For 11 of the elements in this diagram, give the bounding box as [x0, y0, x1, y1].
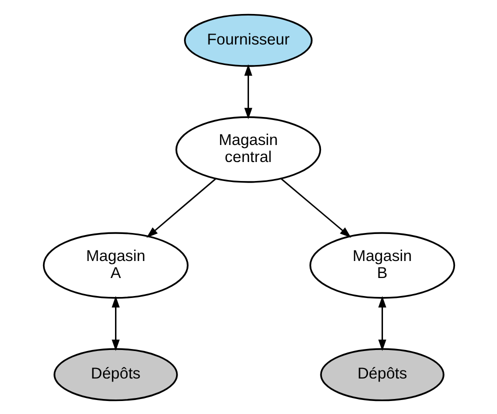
arrow	[244, 64, 252, 119]
node-ellipse: Dépôts	[53, 348, 178, 401]
arrow	[378, 296, 386, 350]
node-ellipse: Magasin B	[308, 232, 455, 298]
arrow	[111, 296, 120, 350]
arrow	[280, 178, 351, 238]
node-ellipse: Magasin central	[174, 116, 321, 182]
node-ellipse: Fournisseur	[184, 13, 312, 66]
node-ellipse: Dépôts	[320, 348, 444, 401]
arrow	[146, 178, 216, 238]
node-ellipse: Magasin A	[42, 232, 188, 298]
